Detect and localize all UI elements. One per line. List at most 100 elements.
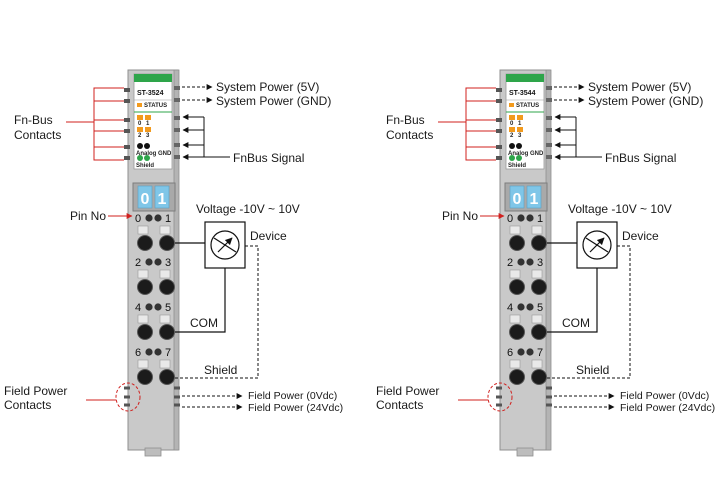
right-contact-pin	[546, 128, 552, 132]
status-led	[137, 103, 142, 107]
release-dot	[145, 348, 153, 356]
display-digit: 0	[513, 191, 522, 208]
channel-led-label: 1	[146, 121, 150, 127]
channel-led	[509, 115, 515, 120]
system-power-5v-label: System Power (5V)	[588, 80, 691, 94]
channel-led	[145, 115, 151, 120]
fnbus-contact-pin	[124, 145, 130, 149]
right-contact-pin	[546, 86, 552, 90]
field-power-contacts-label: Field Power	[4, 384, 67, 398]
label-panel	[133, 73, 173, 170]
right-contact-pin	[174, 116, 180, 120]
wire-entry-hole	[159, 235, 175, 251]
fnbus-contact-pin	[124, 99, 130, 103]
module-edge-rib	[545, 69, 552, 451]
field-power-contacts-label: Contacts	[4, 398, 51, 412]
release-slot	[531, 314, 543, 324]
release-dot	[154, 214, 162, 222]
shield-dot	[509, 155, 515, 161]
wire-entry-hole	[509, 369, 525, 385]
module-foot	[144, 447, 162, 457]
right-contact-pin	[546, 98, 552, 102]
release-slot	[531, 225, 543, 235]
device-label: Device	[622, 229, 659, 243]
fnbus-contact-pin	[124, 88, 130, 92]
analog-gnd-label: Analog GND	[136, 151, 172, 157]
pin-number: 5	[537, 302, 543, 314]
release-dot	[145, 214, 153, 222]
release-slot	[509, 269, 521, 279]
fnbus-contact-pin	[496, 99, 502, 103]
fnbus-contact-pin	[496, 156, 502, 160]
wire-entry-hole	[531, 369, 547, 385]
release-slot	[159, 314, 171, 324]
wire-entry-hole	[509, 279, 525, 295]
shield-label: Shield	[576, 363, 609, 377]
release-dot	[154, 303, 162, 311]
field-contact-pin	[496, 403, 502, 407]
channel-led	[137, 115, 143, 120]
field-power-24v-label: Field Power (24Vdc)	[620, 402, 715, 414]
com-label: COM	[190, 316, 218, 330]
release-slot	[137, 225, 149, 235]
release-slot	[137, 359, 149, 369]
channel-led	[137, 127, 143, 132]
pin-no-label: Pin No	[442, 209, 478, 223]
field-power-contacts-label: Field Power	[376, 384, 439, 398]
display-digit-box	[509, 185, 525, 209]
fnbus-contact-pin	[124, 156, 130, 160]
shield-wire	[547, 245, 631, 379]
channel-led-label: 2	[138, 133, 142, 139]
top-green-bar	[134, 74, 172, 82]
wire-entry-hole	[159, 279, 175, 295]
fn-bus-contacts-label: Fn-Bus	[386, 113, 425, 127]
wire-entry-hole	[137, 369, 153, 385]
channel-led	[517, 115, 523, 120]
fnbus-signal-label: FnBus Signal	[233, 151, 304, 165]
pin-number: 4	[135, 302, 141, 314]
status-label: STATUS	[144, 103, 167, 109]
field-power-24v-label: Field Power (24Vdc)	[248, 402, 343, 414]
release-slot	[509, 359, 521, 369]
pin-number: 4	[507, 302, 513, 314]
field-power-highlight	[115, 382, 141, 412]
analog-gnd-dot	[137, 143, 143, 149]
pin-no-label: Pin No	[70, 209, 106, 223]
channel-led-label: 3	[518, 133, 522, 139]
field-contact-pin	[496, 386, 502, 390]
analog-gnd-dot	[509, 143, 515, 149]
display-digit-box	[526, 185, 542, 209]
field-contact-pin	[546, 403, 552, 407]
right-contact-pin	[174, 143, 180, 147]
device-symbol-arrow	[217, 237, 233, 253]
fn-bus-contacts-label: Fn-Bus	[14, 113, 53, 127]
pin-number: 3	[537, 257, 543, 269]
field-contact-pin	[174, 386, 180, 390]
field-contact-pin	[174, 403, 180, 407]
wire-entry-hole	[531, 279, 547, 295]
field-power-0v-label: Field Power (0Vdc)	[620, 390, 709, 402]
display-digit-box	[137, 185, 153, 209]
wire-entry-hole	[509, 324, 525, 340]
right-contact-pin	[174, 98, 180, 102]
model-number: ST-3544	[509, 90, 536, 97]
analog-gnd-label: Analog GND	[508, 151, 544, 157]
fnbus-contact-pin	[496, 118, 502, 122]
release-slot	[137, 269, 149, 279]
status-led	[509, 103, 514, 107]
wire-entry-hole	[531, 235, 547, 251]
field-power-0v-label: Field Power (0Vdc)	[248, 390, 337, 402]
release-dot	[526, 303, 534, 311]
wire-entry-hole	[137, 324, 153, 340]
release-slot	[509, 314, 521, 324]
wire-entry-hole	[159, 369, 175, 385]
pin-number: 6	[507, 347, 513, 359]
shield-dot	[144, 155, 150, 161]
display-digit: 0	[141, 191, 150, 208]
system-power-gnd-label: System Power (GND)	[216, 94, 331, 108]
module-edge-rib	[173, 69, 180, 451]
analog-gnd-dot	[516, 143, 522, 149]
status-label: STATUS	[516, 103, 539, 109]
